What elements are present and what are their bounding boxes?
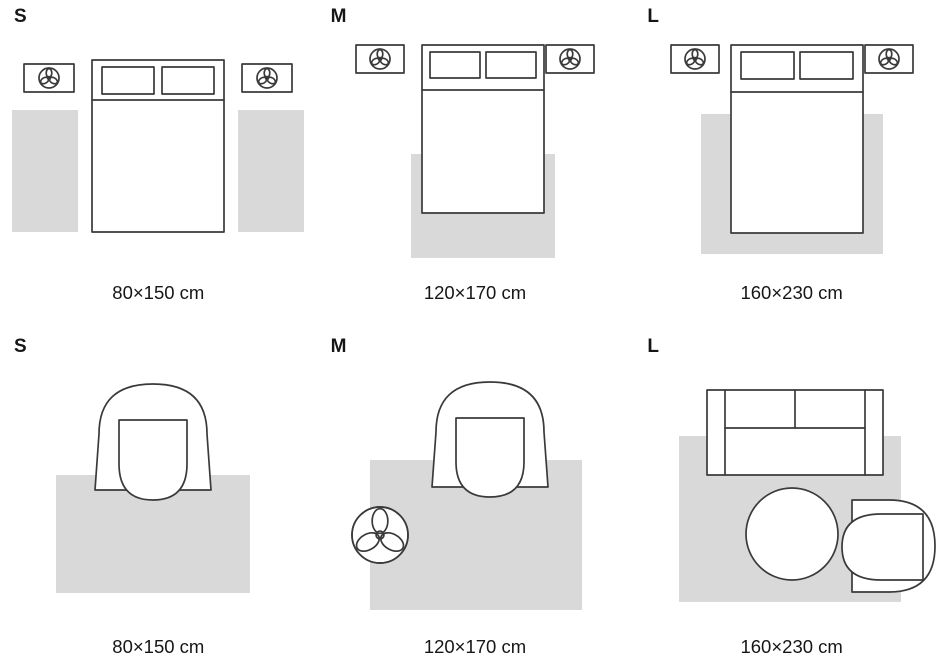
bedroom-diagram-l <box>669 44 914 254</box>
pillow <box>485 51 537 79</box>
size-label: L <box>647 336 659 357</box>
size-option-bedroom-m: M 120×170 cm <box>317 0 634 320</box>
size-label: M <box>330 336 347 357</box>
pillow <box>101 66 156 95</box>
size-option-bedroom-s: S 80×150 cm <box>0 0 317 320</box>
armchair-seat <box>118 419 189 501</box>
pillow <box>429 51 481 79</box>
dimension-label: 120×170 cm <box>423 282 527 303</box>
armchair-seat <box>840 513 924 581</box>
size-label: L <box>647 6 659 27</box>
size-option-living-s: S 80×150 cm <box>0 320 317 670</box>
size-label: S <box>14 336 27 357</box>
nightstand-right <box>863 44 914 74</box>
living-diagram-l <box>678 389 936 602</box>
dimension-label: 80×150 cm <box>112 282 205 303</box>
bedside-rug-left <box>12 110 79 232</box>
nightstand-left <box>669 44 720 74</box>
bed <box>91 59 226 233</box>
living-diagram-s <box>56 383 251 593</box>
nightstand-left <box>23 63 76 93</box>
pillow <box>798 51 854 80</box>
nightstand-right <box>241 63 294 93</box>
nightstand-left <box>355 44 405 74</box>
dimension-label: 160×230 cm <box>740 636 843 657</box>
bedroom-diagram-m <box>355 44 595 258</box>
bedroom-diagram-s <box>12 59 305 233</box>
coffee-table <box>744 487 839 581</box>
potted-plant <box>352 507 408 563</box>
dimension-label: 80×150 cm <box>112 636 205 657</box>
bed <box>421 44 545 214</box>
dimension-label: 160×230 cm <box>740 282 843 303</box>
pillow <box>161 66 216 95</box>
nightstand-right <box>545 44 595 74</box>
size-option-bedroom-l: L 160×230 cm <box>633 0 950 320</box>
pillow <box>739 51 795 80</box>
armchair-right <box>840 499 936 593</box>
armchair <box>431 381 549 498</box>
armchair-seat <box>455 417 525 498</box>
size-option-living-l: L 160×230 cm <box>633 320 950 670</box>
dimension-label: 120×170 cm <box>423 636 527 657</box>
sofa <box>705 389 884 476</box>
bed <box>729 44 864 234</box>
living-diagram-m <box>320 381 582 610</box>
size-option-living-m: M 120×170 cm <box>317 320 634 670</box>
size-label: M <box>330 6 347 27</box>
armchair <box>94 383 213 501</box>
size-label: S <box>14 6 27 27</box>
bedside-rug-right <box>238 110 305 232</box>
